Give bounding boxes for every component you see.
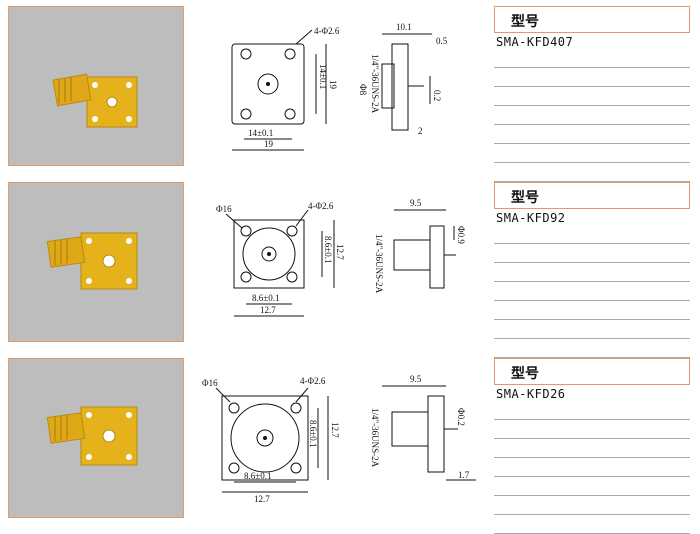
dim-total-h: 12.7 [254,494,270,504]
dim-total-h: 19 [264,139,274,149]
model-name: SMA-KFD26 [496,387,566,401]
model-name: SMA-KFD407 [496,35,574,49]
technical-drawing: Φ16 4-Φ2.6 8.6±0.1 12.7 8.6±0.1 12.7 9.5… [202,374,476,504]
pin-dia: Φ0.2 [456,408,466,426]
dim-center-v: 8.6±0.1 [308,420,318,447]
product-photo [8,6,184,166]
len-label: 9.5 [410,374,422,384]
product-row-3: Φ16 4-Φ2.6 8.6±0.1 12.7 8.6±0.1 12.7 9.5… [0,352,700,534]
dim-center-v: 8.6±0.1 [323,236,333,263]
dim-total-v: 12.7 [330,422,340,438]
dim-center-h: 8.6±0.1 [252,293,279,303]
dia-label: Φ8 [358,84,368,96]
thread-label: 1/4"-36UNS-2A [370,408,380,468]
dim-total-v: 12.7 [335,244,345,260]
len-label: 9.5 [410,198,422,208]
pin-offset: 0.5 [436,36,448,46]
hole-label: 4-Φ2.6 [314,26,340,36]
dim-center-v: 14±0.1 [318,64,328,89]
thread-label: 1/4"-36UNS-2A [374,234,384,294]
product-photo [8,182,184,342]
flange-th: 2 [418,126,423,136]
connector-image [46,406,138,466]
model-name: SMA-KFD92 [496,211,566,225]
technical-drawing: 4-Φ2.6 14±0.1 19 14±0.1 19 10.1 0.5 0.2 … [231,22,448,151]
pin-dia: 0.2 [432,90,442,101]
thread-label: 1/4"-36UNS-2A [370,54,380,114]
spec-header: 型号 [494,6,690,33]
connector-image [46,232,138,290]
pin-dia: Φ0.9 [456,226,466,244]
technical-drawing: Φ16 4-Φ2.6 8.6±0.1 12.7 8.6±0.1 12.7 9.5… [216,198,466,317]
round-label: Φ16 [202,378,218,388]
spec-table: 型号 SMA-KFD26 [494,358,690,534]
connector-image [52,73,138,128]
flange-th: 1.7 [458,470,470,480]
spec-table: 型号 SMA-KFD407 [494,6,690,182]
dim-center-h: 8.6±0.1 [244,471,271,481]
dim-total-v: 19 [328,80,338,90]
product-photo [8,358,184,518]
round-label: Φ16 [216,204,232,214]
dim-center-h: 14±0.1 [248,128,273,138]
hole-label: 4-Φ2.6 [300,376,326,386]
dim-total-h: 12.7 [260,305,276,315]
hole-label: 4-Φ2.6 [308,201,334,211]
len-label: 10.1 [396,22,412,32]
product-row-1: 4-Φ2.6 14±0.1 19 14±0.1 19 10.1 0.5 0.2 … [0,0,700,182]
spec-header: 型号 [494,182,690,209]
product-row-2: Φ16 4-Φ2.6 8.6±0.1 12.7 8.6±0.1 12.7 9.5… [0,176,700,358]
spec-header: 型号 [494,358,690,385]
spec-table: 型号 SMA-KFD92 [494,182,690,358]
